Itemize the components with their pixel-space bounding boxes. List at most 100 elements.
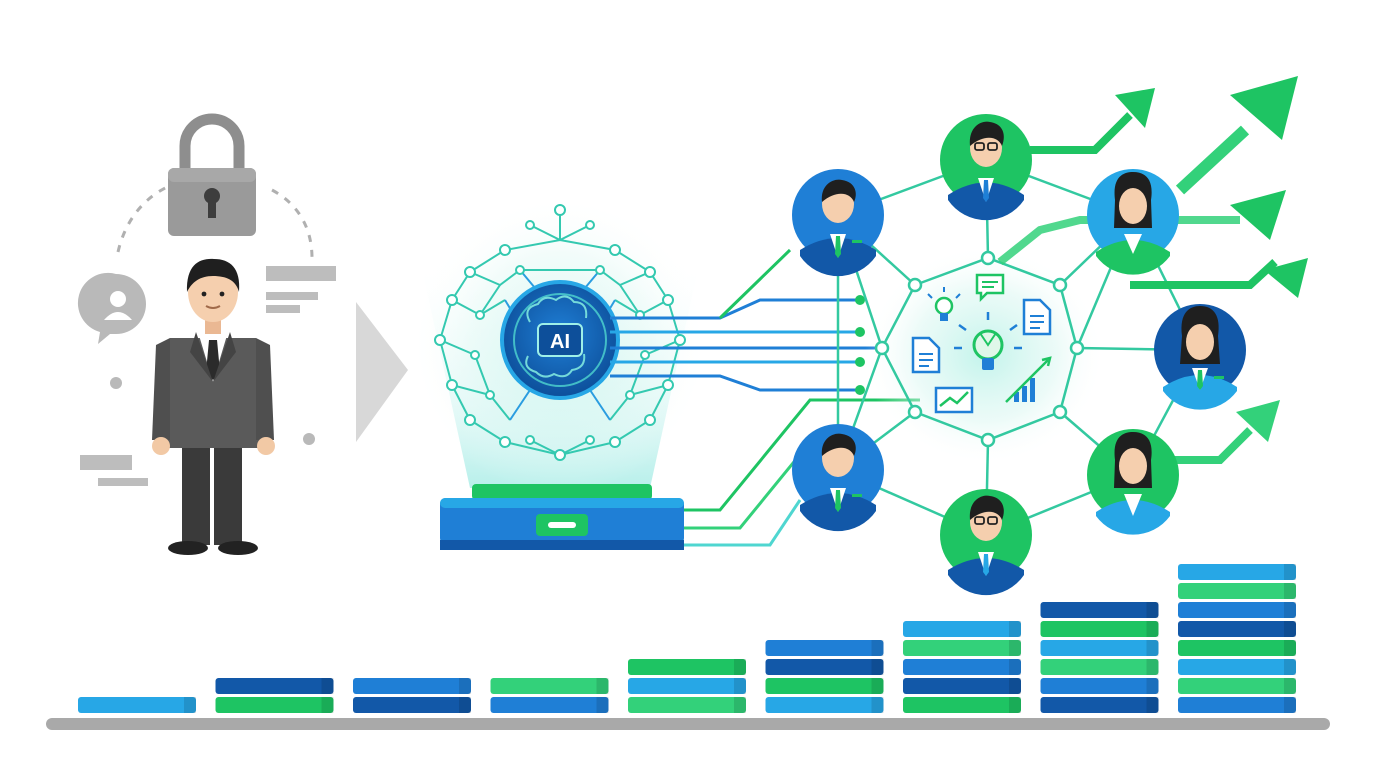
stack-bar-shade [596,678,609,694]
stack-bar-segment [765,697,884,713]
stack-bar-segment [1040,640,1159,656]
document-icon [911,336,941,374]
avatar [1087,429,1179,535]
lightbulb-icon [954,312,1022,370]
businessman-figure [152,258,275,555]
stack-bar-segment [353,678,471,694]
arrow-up-icon [1165,427,1253,464]
stack-bar-shade [734,697,746,713]
dot-decoration [303,433,315,445]
stack-bar-segment [1178,678,1296,694]
stack-bar-shade [321,697,334,713]
stack-bar-shade [1284,602,1296,618]
stack-bar-shade [1146,659,1159,675]
stack-bar-shade [871,697,884,713]
arrow-up-icon [1030,112,1133,154]
arrow-up-icon [1175,125,1250,195]
neural-network [438,210,682,457]
stack-bar-shade [871,678,884,694]
stack-bar-shade [1009,678,1021,694]
stack-bar-segment [628,659,746,675]
avatar [940,114,1032,221]
stack-bar-shade [734,678,746,694]
stack-bar-segment [628,678,746,694]
ai-hologram: AI [410,195,710,550]
avatar [1087,169,1179,275]
stack-bar-shade [1284,678,1296,694]
stack-bar-shade [1284,583,1296,599]
line-chart-icon [934,386,974,414]
stack-bar-segment [1178,697,1296,713]
stack-bar-shade [734,659,746,675]
dashed-arc-right [271,188,314,259]
avatar [792,424,884,532]
stack-bar-shade [1009,621,1021,637]
document-icon [1022,298,1052,336]
stack-bar-shade [1146,621,1159,637]
stack-bar-segment [215,697,334,713]
stack-bar-segment [1040,621,1159,637]
stack-bar-shade [459,697,471,713]
baseline-shelf [46,718,1330,730]
dot-decoration [110,377,122,389]
stack-bar-segment [765,678,884,694]
insight-icons [911,273,1052,414]
stack-bar-segment [903,659,1021,675]
stack-bar-segment [1178,659,1296,675]
stack-bar-shade [1284,640,1296,656]
stack-bar-shade [1146,640,1159,656]
stack-bar-shade [1009,659,1021,675]
hologram-base [440,484,684,550]
stack-bar-segment [490,678,609,694]
stack-bar-shade [459,678,471,694]
stack-bar-segment [215,678,334,694]
user-profile-icon [77,272,146,344]
security-cluster [77,113,336,555]
stack-bar-shade [1146,602,1159,618]
stack-bar-segment [1178,583,1296,599]
bar-chart-icon [1005,356,1052,403]
stack-bar-shade [184,697,196,713]
chat-bubble-icon [975,273,1005,303]
stack-bar-shade [1146,697,1159,713]
stacked-growth-bars [78,564,1296,713]
avatar [792,169,884,277]
stack-bar-segment [1178,621,1296,637]
stack-bar-segment [903,621,1021,637]
stack-bar-shade [1284,564,1296,580]
stack-bar-segment [1040,697,1159,713]
stack-bar-segment [765,659,884,675]
stack-bar-segment [78,697,196,713]
stack-bar-segment [765,640,884,656]
ai-chip-label: AI [550,331,570,353]
stack-bar-segment [1178,564,1296,580]
stack-bar-segment [903,697,1021,713]
stack-bar-segment [1040,659,1159,675]
stack-bar-segment [1178,640,1296,656]
stack-bar-shade [1284,697,1296,713]
padlock-icon [168,113,256,236]
growth-arrows [997,76,1308,464]
process-arrow-icon [356,302,408,442]
stack-bar-shade [871,659,884,675]
stack-bar-shade [1146,678,1159,694]
stack-bar-shade [871,640,884,656]
stack-bar-shade [1009,697,1021,713]
stack-bar-shade [596,697,609,713]
stack-bar-shade [321,678,334,694]
stack-bar-segment [490,697,609,713]
lightbulb-icon [927,287,961,321]
stack-bar-segment [353,697,471,713]
stack-bar-segment [1040,678,1159,694]
stack-bar-segment [903,640,1021,656]
avatar [940,489,1032,596]
stack-bar-segment [1178,602,1296,618]
text-lines-right [266,266,336,313]
stack-bar-shade [1284,659,1296,675]
stack-bar-segment [903,678,1021,694]
stack-bar-shade [1009,640,1021,656]
stack-bar-segment [1040,602,1159,618]
text-lines-left [80,455,148,486]
stack-bar-shade [1284,621,1296,637]
